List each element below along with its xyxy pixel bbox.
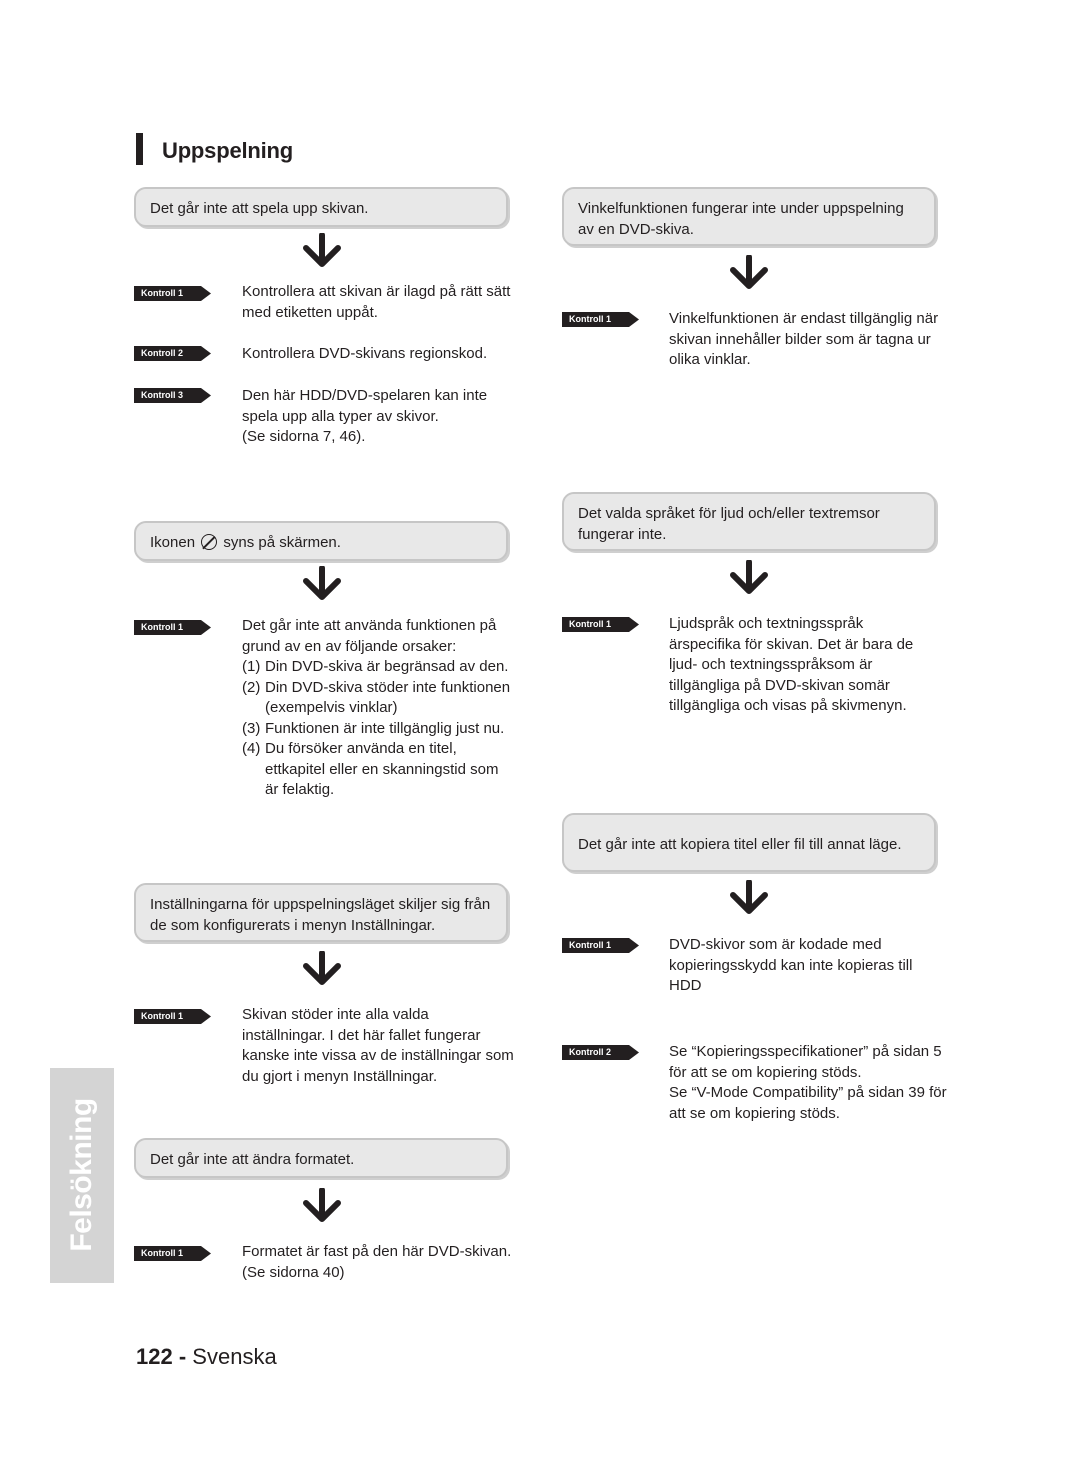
down-arrow-icon — [302, 951, 342, 985]
check-reference: (Se sidorna 40) — [242, 1263, 345, 1281]
check-text: Formatet är fast på den här DVD-skivan. … — [242, 1242, 514, 1283]
check-badge: Kontroll 2 — [134, 346, 211, 361]
check-badge: Kontroll 1 — [562, 617, 639, 632]
problem-text: Det valda språket för ljud och/eller tex… — [578, 505, 880, 543]
check-text: Det går inte att använda funktionen på g… — [242, 616, 514, 801]
check-reference: (Se sidorna 7, 46). — [242, 428, 366, 445]
check-badge: Kontroll 1 — [134, 620, 211, 635]
down-arrow-icon — [729, 255, 769, 289]
section-title: Uppspelning — [162, 138, 294, 163]
check-text-line: Den här HDD/DVD-spelaren kan inte spela … — [242, 387, 488, 425]
list-item: (1)Din DVD-skiva är begränsad av den. — [242, 658, 509, 675]
problem-text: Ikonen — [150, 534, 196, 551]
check-badge: Kontroll 1 — [134, 1009, 211, 1024]
down-arrow-icon — [729, 560, 769, 594]
check-text-line: Se “Kopieringsspecifikationer” på sidan … — [669, 1043, 942, 1081]
language-label: Svenska — [192, 1344, 277, 1369]
problem-text: Inställningarna för uppspelningsläget sk… — [150, 896, 491, 934]
check-text: Se “Kopieringsspecifikationer” på sidan … — [669, 1042, 949, 1124]
problem-box: Ikonen syns på skärmen. — [134, 521, 508, 561]
check-badge: Kontroll 3 — [134, 388, 211, 403]
check-text: Den här HDD/DVD-spelaren kan inte spela … — [242, 386, 514, 448]
problem-text: syns på skärmen. — [223, 534, 341, 551]
check-text-line: Formatet är fast på den här DVD-skivan. — [242, 1243, 512, 1260]
list-item: (2)Din DVD-skiva stöder inte funktionen … — [242, 678, 511, 717]
down-arrow-icon — [302, 1188, 342, 1222]
check-text: Kontrollera att skivan är ilagd på rätt … — [242, 283, 511, 321]
down-arrow-icon — [729, 880, 769, 914]
problem-text: Vinkelfunktionen fungerar inte under upp… — [578, 200, 904, 238]
footer-separator: - — [178, 1344, 187, 1369]
check-text: Kontrollera DVD-skivans regionskod. — [242, 345, 488, 362]
side-tab-label: Felsökning — [65, 1098, 98, 1252]
problem-box: Det går inte att ändra formatet. — [134, 1138, 508, 1178]
down-arrow-icon — [302, 566, 342, 600]
check-badge: Kontroll 1 — [134, 286, 211, 301]
side-tab — [50, 1068, 114, 1283]
prohibited-icon — [201, 534, 218, 550]
check-badge: Kontroll 2 — [562, 1045, 639, 1060]
check-text: Skivan stöder inte alla valda inställnin… — [242, 1006, 514, 1085]
list-item: (3)Funktionen är inte tillgänglig just n… — [242, 719, 505, 737]
problem-box: Det valda språket för ljud och/eller tex… — [562, 492, 936, 551]
section-title-marker — [136, 133, 143, 165]
check-badge: Kontroll 1 — [562, 312, 639, 327]
check-text: Ljudspråk och textningsspråk ärspecifika… — [669, 615, 914, 714]
problem-box: Vinkelfunktionen fungerar inte under upp… — [562, 187, 936, 246]
problem-box: Det går inte att spela upp skivan. — [134, 187, 508, 227]
problem-box: Det går inte att kopiera titel eller fil… — [562, 813, 936, 872]
problem-text: Det går inte att kopiera titel eller fil… — [578, 836, 902, 853]
problem-text: Det går inte att ändra formatet. — [150, 1151, 355, 1168]
check-badge: Kontroll 1 — [134, 1246, 211, 1261]
page-number: 122 — [136, 1344, 173, 1369]
check-text: DVD-skivor som är kodade med kopieringss… — [669, 936, 913, 994]
check-text-line: Det går inte att använda funktionen på g… — [242, 617, 497, 655]
check-text: Vinkelfunktionen är endast tillgänglig n… — [669, 310, 939, 368]
down-arrow-icon — [302, 233, 342, 267]
check-text-line: Se “V-Mode Compatibility” på sidan 39 fö… — [669, 1084, 947, 1122]
problem-box: Inställningarna för uppspelningsläget sk… — [134, 883, 508, 942]
page-footer: 122 - Svenska — [136, 1344, 277, 1370]
list-item: (4)Du försöker använda en titel, ettkapi… — [242, 740, 499, 798]
check-badge: Kontroll 1 — [562, 938, 639, 953]
problem-text: Det går inte att spela upp skivan. — [150, 200, 369, 217]
